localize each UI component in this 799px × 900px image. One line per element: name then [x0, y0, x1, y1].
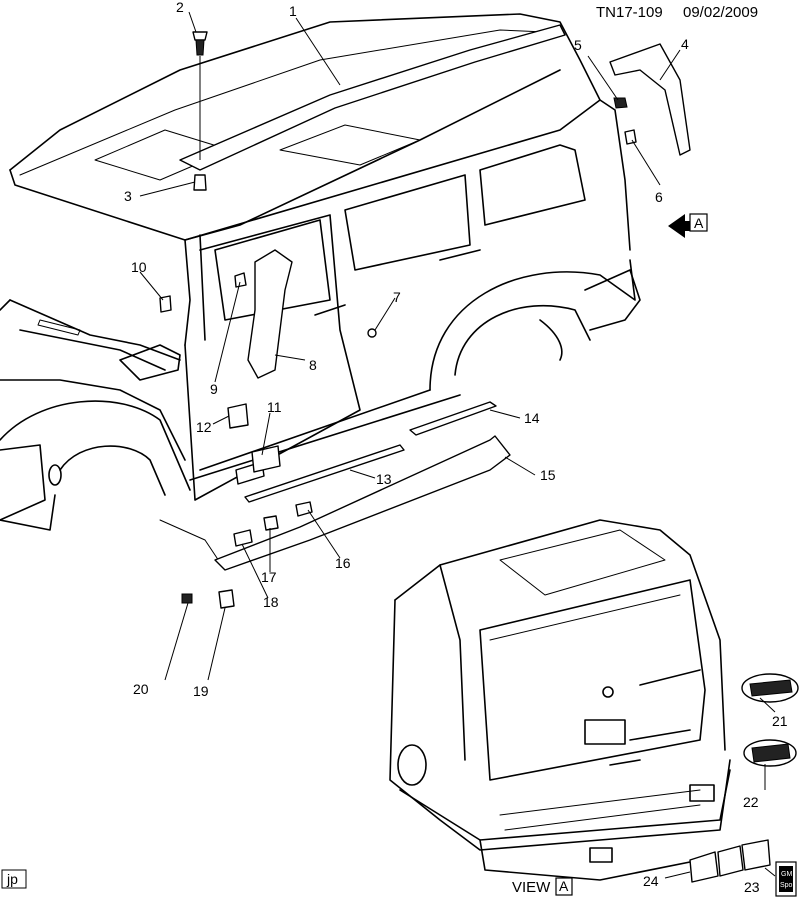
part-22-emblem	[743, 739, 797, 767]
callout-5: 5	[574, 37, 582, 53]
svg-text:Spo: Spo	[780, 882, 793, 889]
callout-24: 24	[643, 873, 659, 889]
footer-tag: jp	[1, 869, 27, 889]
callout-13: 13	[376, 471, 392, 487]
part-9-bracket	[234, 272, 247, 288]
svg-text:GM: GM	[781, 871, 792, 878]
callout-7: 7	[393, 289, 401, 305]
svg-text:VIEW: VIEW	[512, 879, 551, 896]
svg-text:A: A	[559, 878, 569, 894]
part-14-rocker-molding	[409, 401, 497, 436]
callouts: 1 2 3 4 5 6 7 8 9 10 11 12 13 14 15 16 1…	[124, 0, 788, 895]
part-2-bolt	[192, 31, 208, 56]
callout-10: 10	[131, 259, 147, 275]
callout-2: 2	[176, 0, 184, 15]
callout-17: 17	[261, 569, 277, 585]
rear-view-drawing	[389, 519, 731, 881]
part-12-emblem	[227, 403, 249, 429]
callout-9: 9	[210, 381, 218, 397]
leader-lines	[139, 11, 776, 879]
part-20-bolt	[181, 593, 193, 604]
part-13-rocker-molding	[244, 444, 405, 503]
callout-20: 20	[133, 681, 149, 697]
callout-6: 6	[655, 189, 663, 205]
part-11-h3-badge	[235, 445, 281, 485]
callout-14: 14	[524, 410, 540, 426]
part-7-push-pin	[367, 328, 377, 338]
part-18-retainer	[233, 529, 253, 547]
part-8-pillar-molding	[247, 249, 293, 379]
diagram-code: TN17-109	[596, 4, 663, 21]
svg-text:jp: jp	[6, 871, 18, 887]
view-a-label: VIEW A	[512, 877, 573, 896]
callout-21: 21	[772, 713, 788, 729]
callout-3: 3	[124, 188, 132, 204]
vehicle-side-drawing	[0, 13, 641, 571]
callout-16: 16	[335, 555, 351, 571]
part-3-clip	[193, 174, 207, 191]
callout-18: 18	[263, 594, 279, 610]
part-5-nut	[613, 97, 628, 109]
callout-1: 1	[289, 3, 297, 19]
part-24-h3x-badge	[689, 839, 771, 883]
callout-8: 8	[309, 357, 317, 373]
callout-15: 15	[540, 467, 556, 483]
callout-22: 22	[743, 794, 759, 810]
part-21-emblem	[741, 673, 799, 703]
part-19-end-cap	[218, 589, 235, 609]
gm-badge: GM Spo	[775, 861, 797, 897]
view-a-marker: A	[668, 213, 708, 238]
part-6-retainer	[624, 129, 637, 145]
svg-text:A: A	[694, 215, 704, 231]
callout-4: 4	[681, 36, 689, 52]
callout-19: 19	[193, 683, 209, 699]
callout-23: 23	[744, 879, 760, 895]
part-17-clip	[263, 515, 279, 531]
callout-11: 11	[267, 399, 282, 415]
callout-12: 12	[196, 419, 212, 435]
part-15-running-board	[214, 435, 511, 571]
part-16-clip	[295, 501, 313, 517]
diagram-date: 09/02/2009	[683, 4, 758, 21]
part-4-wheel-flare	[609, 43, 691, 156]
